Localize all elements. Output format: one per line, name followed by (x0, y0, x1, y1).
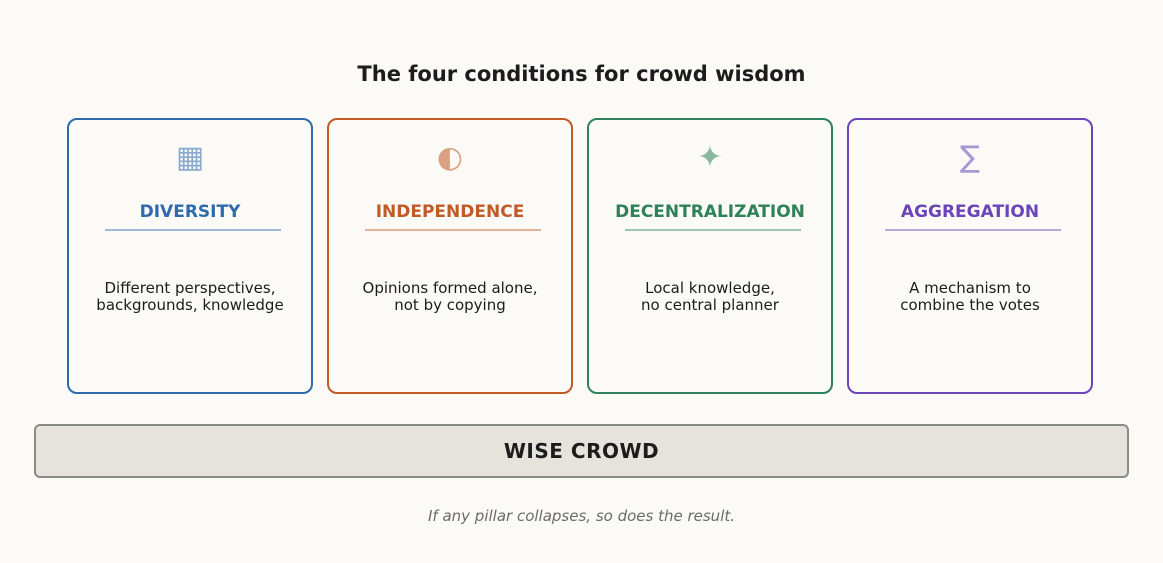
grid-icon: ▦ (175, 140, 205, 175)
pillar-divider (105, 229, 281, 231)
pillar-divider (625, 229, 801, 231)
pillar-description: Local knowledge, no central planner (641, 279, 779, 314)
pillar-description: Different perspectives, backgrounds, kno… (96, 279, 284, 314)
pillar-label: INDEPENDENCE (375, 202, 525, 222)
caption: If any pillar collapses, so does the res… (427, 507, 736, 525)
diagram-title: The four conditions for crowd wisdom (357, 62, 806, 86)
pillar-description: Opinions formed alone, not by copying (362, 279, 538, 314)
wise-crowd-base: WISE CROWD (34, 424, 1129, 478)
pillar-divider (365, 229, 541, 231)
pillar-card-independence: ◐ INDEPENDENCE Opinions formed alone, no… (327, 118, 573, 394)
pillar-card-diversity: ▦ DIVERSITY Different perspectives, back… (67, 118, 313, 394)
pillar-label: DECENTRALIZATION (615, 202, 805, 222)
sigma-icon: ∑ (959, 140, 981, 175)
pillar-divider (885, 229, 1061, 231)
pillar-card-decentralization: ✦ DECENTRALIZATION Local knowledge, no c… (587, 118, 833, 394)
pillar-label: AGGREGATION (900, 202, 1040, 222)
pillar-label: DIVERSITY (139, 202, 241, 222)
star-icon: ✦ (697, 140, 723, 175)
pillar-description: A mechanism to combine the votes (900, 279, 1040, 314)
half-circle-icon: ◐ (436, 140, 464, 175)
pillar-card-aggregation: ∑ AGGREGATION A mechanism to combine the… (847, 118, 1093, 394)
